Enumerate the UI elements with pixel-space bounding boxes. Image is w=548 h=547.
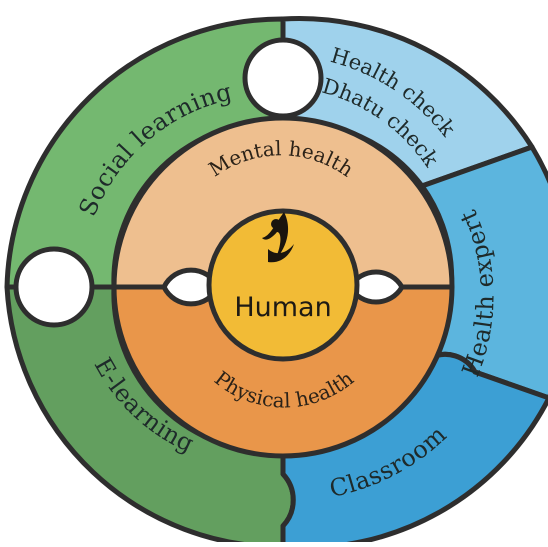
segment-social-learning (4, 16, 286, 290)
center-circle (206, 208, 360, 362)
human-figure-icon (262, 212, 294, 263)
center-label: Human (234, 292, 331, 323)
